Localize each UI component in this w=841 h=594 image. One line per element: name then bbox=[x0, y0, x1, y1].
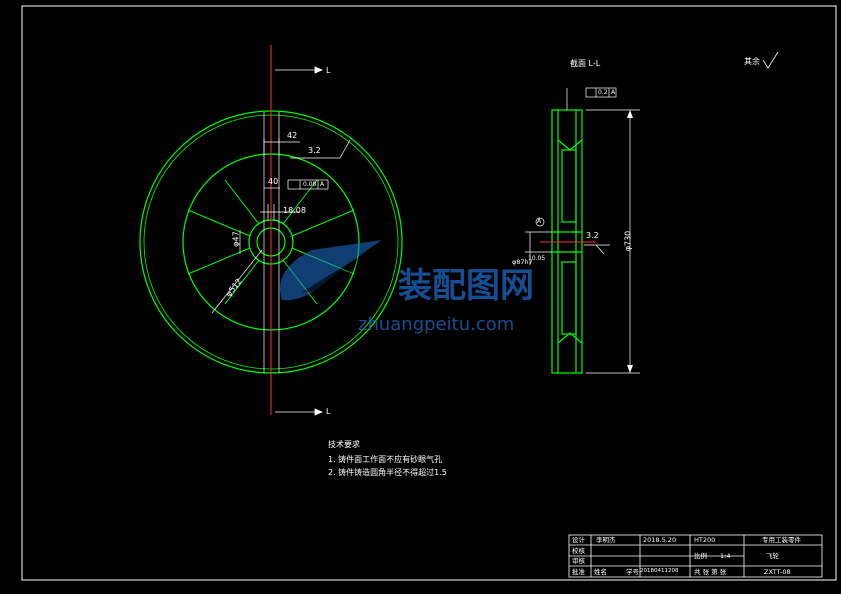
dim-roughness-front: 3.2 bbox=[308, 146, 321, 155]
tb-design-label: 设计 bbox=[572, 536, 585, 544]
section-marker-bottom: L bbox=[326, 407, 331, 416]
tech-note-item: 2. 铸件铸造圆角半径不得超过1.5 bbox=[328, 468, 447, 477]
dim-width-top: 42 bbox=[287, 131, 298, 140]
watermark-cn: 装配图网 bbox=[398, 266, 534, 306]
tb-org: HT200 bbox=[694, 536, 716, 544]
tech-notes-title: 技术要求 bbox=[328, 440, 360, 449]
spokes bbox=[187, 179, 355, 305]
watermark-logo-icon bbox=[280, 240, 382, 301]
tech-note-item: 1. 铸件面工作面不应有砂眼气孔 bbox=[328, 455, 443, 464]
tb-code: ZXTT-08 bbox=[764, 568, 791, 576]
dim-hub-width: 40 bbox=[268, 177, 279, 186]
section-label: 截面 L-L bbox=[570, 59, 601, 68]
title-block-grid bbox=[568, 534, 823, 578]
dim-datum-circle: A bbox=[537, 218, 542, 225]
tb-approve-label: 批准 bbox=[572, 568, 585, 576]
dim-datum-front: A bbox=[320, 181, 325, 188]
tb-review-label: 审核 bbox=[572, 557, 585, 565]
dim-datum-side: A bbox=[611, 89, 616, 96]
tb-design-name: 李明杰 bbox=[596, 536, 616, 544]
dim-bore: φ47 bbox=[231, 231, 241, 247]
section-view bbox=[525, 87, 640, 374]
watermark-en: zhuangpeitu.com bbox=[358, 314, 515, 335]
tb-design-date: 2018.5.20 bbox=[643, 536, 677, 544]
tb-scale-label: 比例 bbox=[694, 552, 707, 560]
tb-check-label: 校核 bbox=[572, 547, 585, 555]
dim-outer-dia: φ730 bbox=[623, 230, 633, 252]
dim-side-bore: φ87h7 bbox=[512, 258, 533, 266]
section-arrows bbox=[275, 66, 324, 416]
tb-drawing-title: 专用工装零件 bbox=[762, 536, 801, 544]
section-dimension-lines bbox=[525, 87, 640, 374]
dim-runout-tol: 0.2 bbox=[598, 89, 608, 96]
dim-bore-width: 18.08 bbox=[283, 206, 306, 215]
rest-roughness-label: 其余 bbox=[744, 57, 760, 66]
drawing-frame bbox=[21, 5, 837, 581]
tb-student-no: 学号 bbox=[626, 568, 639, 576]
roughness-check-icon bbox=[762, 51, 779, 69]
dim-roughness-side: 3.2 bbox=[586, 231, 599, 240]
front-dimension-lines bbox=[211, 138, 351, 314]
dim-parallel-tol: 0.08 bbox=[303, 181, 317, 188]
dim-bore-note: 10.05 bbox=[528, 255, 546, 262]
section-arrowheads bbox=[627, 110, 633, 373]
front-view bbox=[139, 45, 403, 416]
tb-name-label: 姓名 bbox=[594, 568, 607, 576]
tb-scale-value: 1:4 bbox=[720, 552, 731, 560]
tb-student-value: 20180411208 bbox=[640, 568, 679, 574]
section-marker-top: L bbox=[326, 66, 331, 75]
tb-part-name: 飞轮 bbox=[766, 552, 779, 560]
tb-sheet: 共 张 第 张 bbox=[694, 568, 727, 576]
